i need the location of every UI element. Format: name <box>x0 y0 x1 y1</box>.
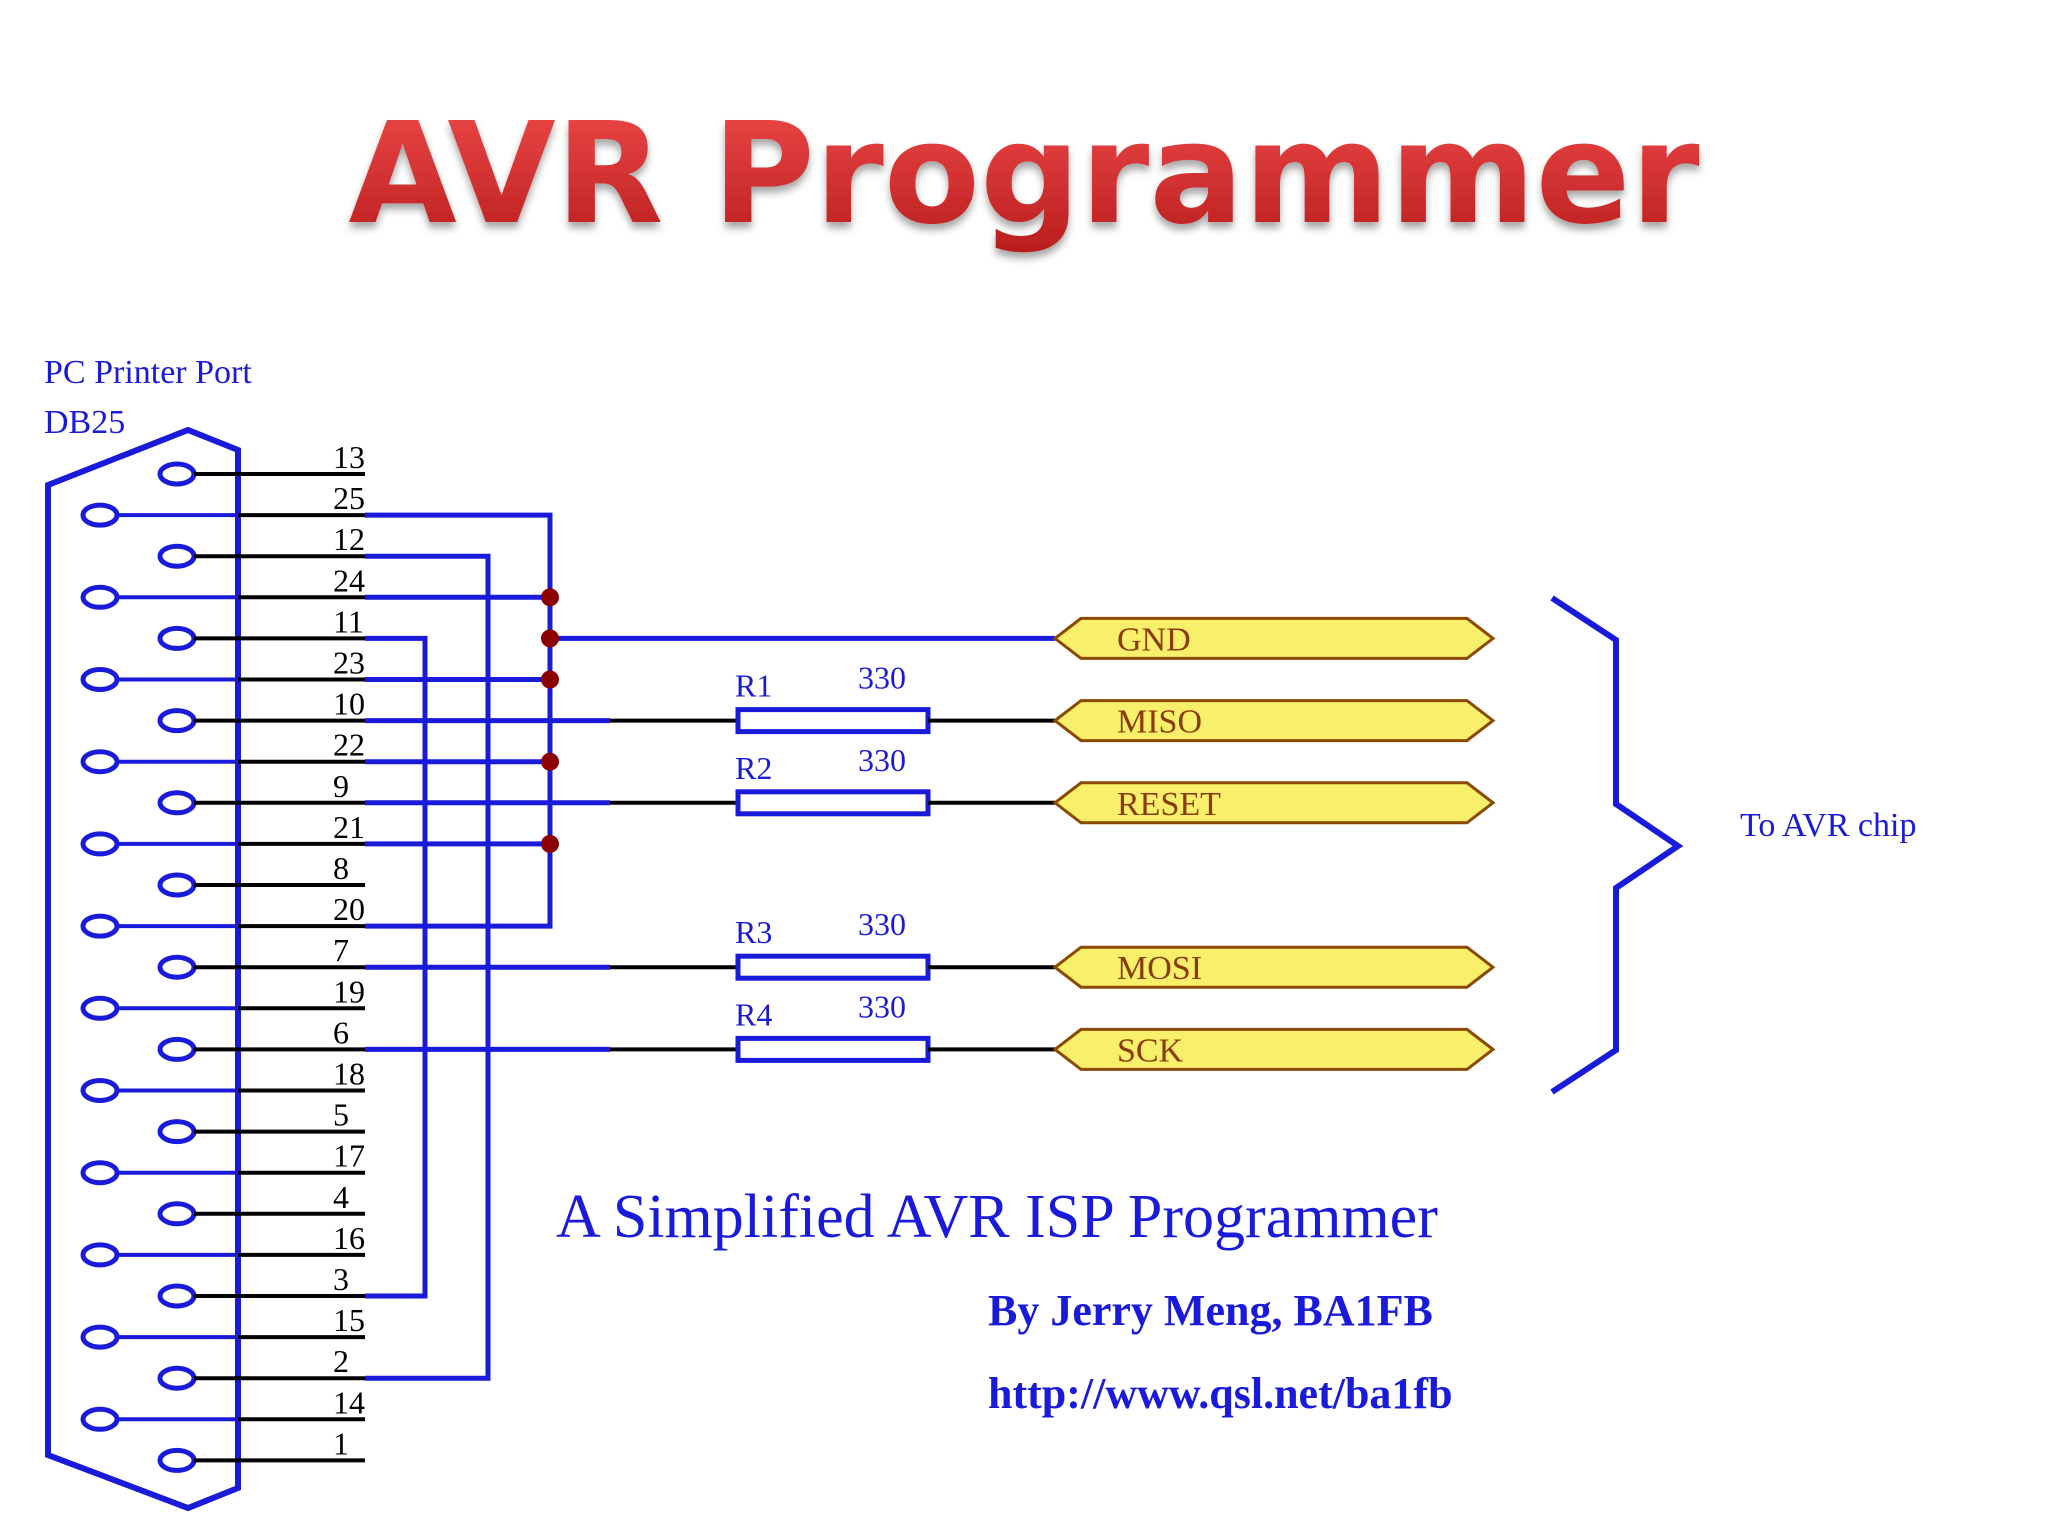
pin-number-8: 8 <box>333 850 349 886</box>
resistor-name-r3: R3 <box>735 914 772 950</box>
pin-number-21: 21 <box>333 809 365 845</box>
pin-number-5: 5 <box>333 1097 349 1133</box>
resistor-name-r4: R4 <box>735 996 772 1032</box>
pin-hole-24 <box>80 584 120 610</box>
resistor-r4 <box>735 1035 931 1063</box>
pin-number-25: 25 <box>333 480 365 516</box>
pin-hole-13 <box>157 461 197 487</box>
junction-dot-22 <box>541 752 559 771</box>
pin-hole-11 <box>157 625 197 651</box>
pin-number-16: 16 <box>333 1220 365 1256</box>
connector-label-port: PC Printer Port <box>44 354 252 391</box>
pin-hole-4 <box>157 1201 197 1227</box>
pin-number-23: 23 <box>333 645 365 681</box>
signal-tag-label-sck: SCK <box>1117 1032 1184 1069</box>
signal-tag-label-mosi: MOSI <box>1117 950 1202 987</box>
resistor-name-r2: R2 <box>735 750 772 786</box>
signal-tag-label-miso: MISO <box>1117 704 1202 741</box>
pin-number-12: 12 <box>333 521 365 557</box>
resistor-value-r4: 330 <box>858 988 906 1024</box>
resistor-r3 <box>735 953 931 981</box>
pin-hole-19 <box>80 995 120 1021</box>
pin-hole-18 <box>80 1078 120 1103</box>
page-title: AVR Programmer <box>348 93 1699 256</box>
pin-number-1: 1 <box>333 1425 349 1461</box>
pin-hole-12 <box>157 543 197 569</box>
target-label: To AVR chip <box>1740 807 1916 844</box>
author-credit: By Jerry Meng, BA1FB <box>988 1286 1433 1335</box>
junction-dot-23 <box>541 670 559 689</box>
pin-hole-21 <box>80 831 120 857</box>
pin-number-2: 2 <box>333 1343 349 1379</box>
signal-tag-gnd <box>1052 616 1496 660</box>
db25-connector-body <box>45 426 241 1512</box>
pin-number-18: 18 <box>333 1056 365 1092</box>
pin-number-11: 11 <box>333 603 364 639</box>
pin-number-13: 13 <box>333 439 365 475</box>
resistor-r1 <box>735 707 931 735</box>
resistor-value-r3: 330 <box>858 906 906 942</box>
pin-hole-22 <box>80 749 120 775</box>
pin-number-15: 15 <box>333 1302 365 1338</box>
signal-tags: GND MISO RESET MOSI SCK <box>1052 616 1496 1071</box>
pin-hole-16 <box>80 1242 120 1268</box>
signal-tag-miso <box>1052 699 1496 743</box>
pin-hole-5 <box>157 1119 197 1145</box>
wire-net <box>365 512 1055 1381</box>
pin-hole-14 <box>80 1406 120 1432</box>
signal-tag-label-gnd: GND <box>1117 621 1191 658</box>
pin-number-6: 6 <box>333 1014 349 1050</box>
pin-hole-8 <box>157 872 197 898</box>
junction-dot-11 <box>541 629 559 648</box>
pin-number-20: 20 <box>333 891 365 927</box>
signal-tag-sck <box>1052 1027 1496 1071</box>
author-url: http://www.qsl.net/ba1fb <box>988 1369 1453 1418</box>
pin-number-19: 19 <box>333 973 365 1009</box>
pin-number-3: 3 <box>333 1261 349 1297</box>
resistor-name-r1: R1 <box>735 668 772 704</box>
pin-hole-17 <box>80 1160 120 1186</box>
pin-number-17: 17 <box>333 1138 365 1174</box>
pin-hole-2 <box>157 1365 197 1391</box>
pin-hole-10 <box>157 708 197 734</box>
pin-hole-6 <box>157 1036 197 1062</box>
pin-number-22: 22 <box>333 727 365 763</box>
pin-hole-3 <box>157 1283 197 1309</box>
junction-dot-21 <box>541 834 559 853</box>
pin-number-14: 14 <box>333 1384 365 1420</box>
resistor-value-r2: 330 <box>858 742 906 778</box>
pin-number-7: 7 <box>333 932 349 968</box>
pin-hole-20 <box>80 913 120 939</box>
pin-number-24: 24 <box>333 562 365 598</box>
resistor-r2 <box>735 789 931 817</box>
pin-number-10: 10 <box>333 686 365 722</box>
connector-label-db25: DB25 <box>44 404 125 441</box>
pin-hole-7 <box>157 954 197 980</box>
junction-dot-24 <box>541 588 559 607</box>
signal-tag-reset <box>1052 781 1496 825</box>
pin-number-9: 9 <box>333 768 349 804</box>
pin-hole-9 <box>157 790 197 816</box>
pin-hole-1 <box>157 1447 197 1473</box>
signal-tag-mosi <box>1052 945 1496 989</box>
pin-hole-15 <box>80 1324 120 1350</box>
pin-hole-23 <box>80 667 120 692</box>
resistor-value-r1: 330 <box>858 660 906 696</box>
db25-pins: 13 25 12 24 11 23 10 22 9 21 8 20 7 19 6 18 5 17 4 16 3 15 2 14… <box>80 439 365 1473</box>
diagram-caption: A Simplified AVR ISP Programmer <box>556 1183 1438 1251</box>
pin-number-4: 4 <box>333 1179 349 1215</box>
target-bracket <box>1550 595 1684 1095</box>
signal-tag-label-reset: RESET <box>1117 786 1221 823</box>
pin-hole-25 <box>80 502 120 528</box>
